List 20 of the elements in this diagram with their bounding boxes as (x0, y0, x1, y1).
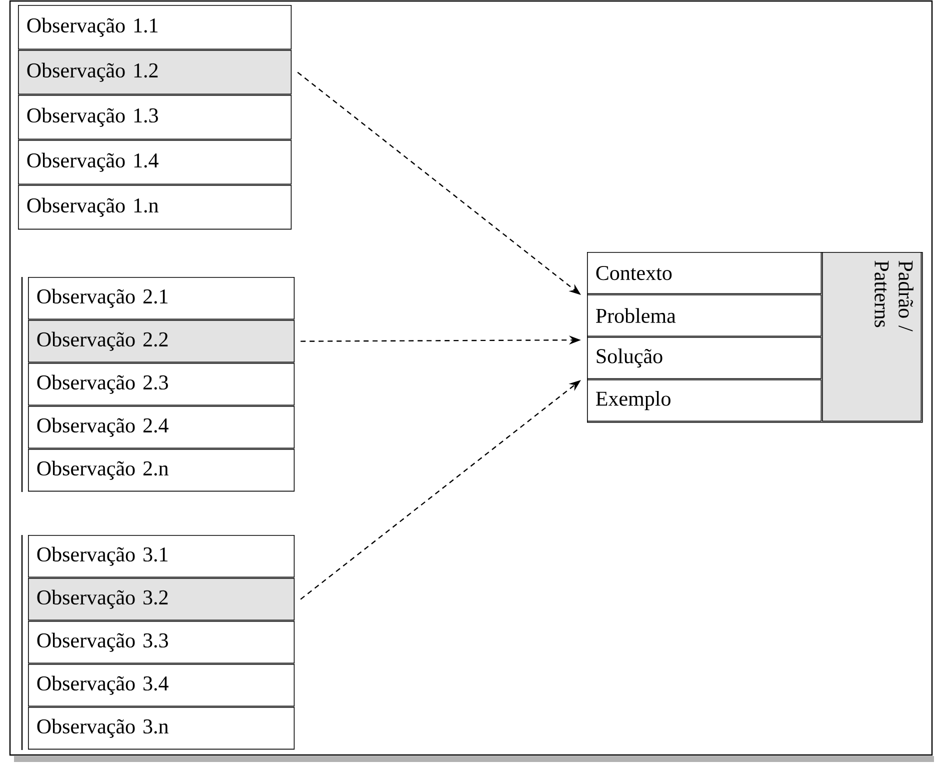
table-cell: Exemplo (587, 380, 822, 422)
table-cell: Observação 2.1 (28, 277, 295, 320)
table-cell: Solução (587, 337, 822, 380)
table-cell: Observação 2.2 (28, 320, 295, 363)
table-cell: Observação 3.1 (28, 535, 295, 578)
table-cell: Observação 1.3 (18, 95, 292, 140)
table-cell: Observação 2.n (28, 449, 295, 492)
table-cell: Observação 3.2 (28, 578, 295, 621)
table-cell: Observação 1.4 (18, 140, 292, 185)
table-cell: Contexto (587, 252, 822, 294)
table-cell: Observação 2.4 (28, 406, 295, 449)
table-cell: Observação 1.2 (18, 50, 292, 95)
table-cell: Observação 1.1 (18, 5, 292, 50)
table-cell: Observação 1.n (18, 185, 292, 230)
table-cell: Observação 3.3 (28, 621, 295, 664)
table-cell: Observação 3.n (28, 707, 295, 750)
table-cell: Problema (587, 294, 822, 337)
table-cell: Padrão / Patterns (822, 252, 922, 422)
table-cell: Observação 2.3 (28, 363, 295, 406)
table-cell: Observação 3.4 (28, 664, 295, 707)
